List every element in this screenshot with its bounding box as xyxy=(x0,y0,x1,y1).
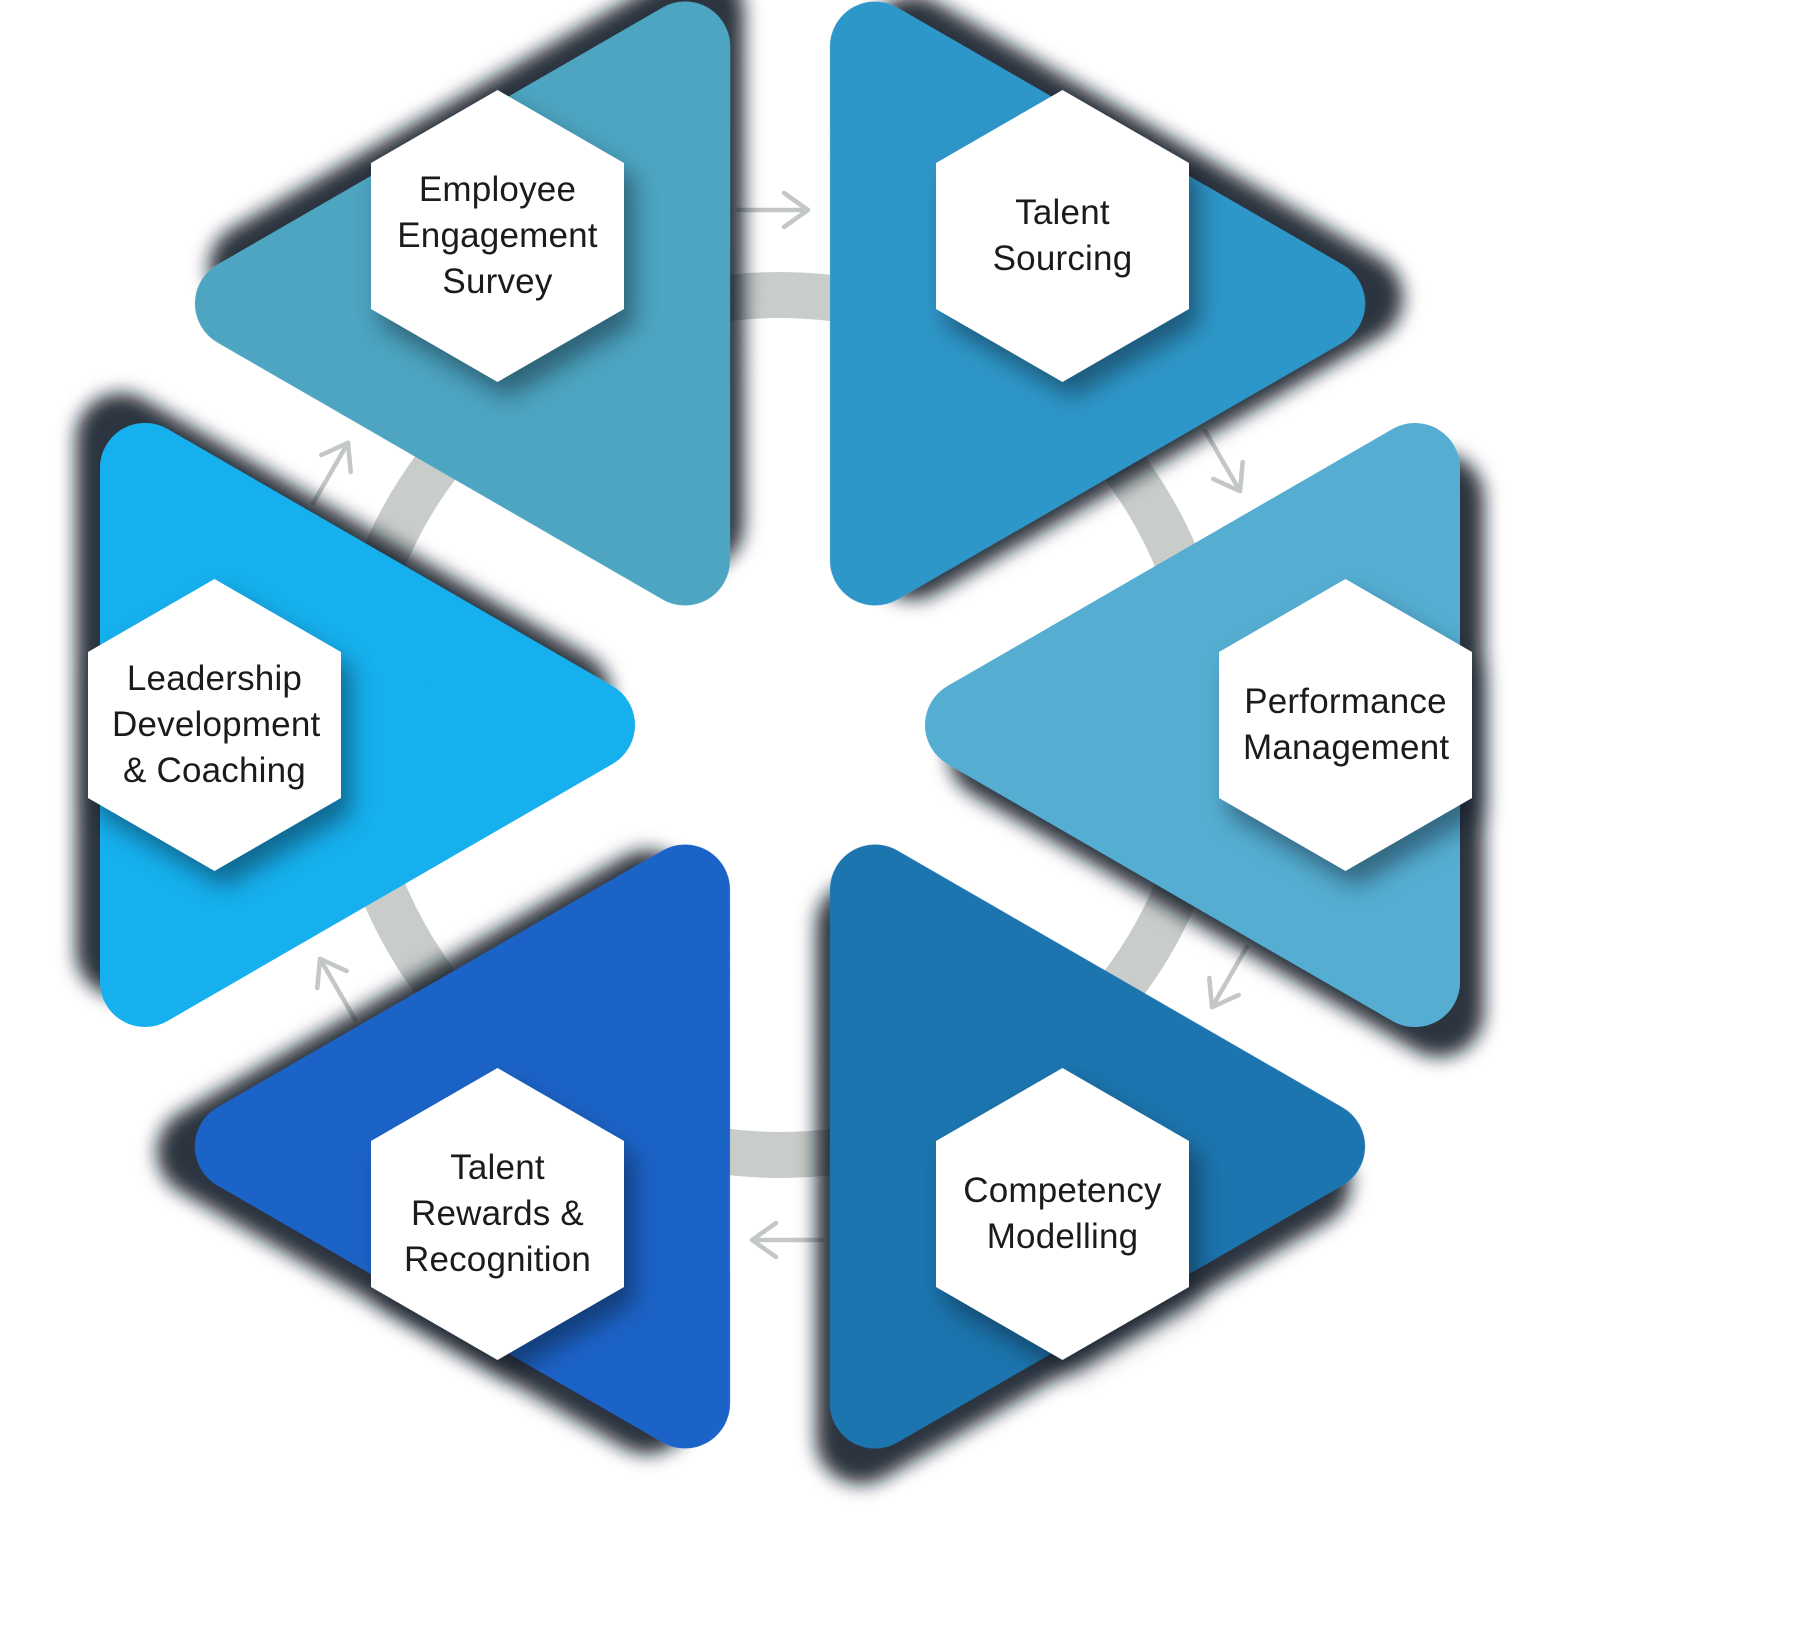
segment-label: Talent Sourcing xyxy=(992,192,1133,278)
hexagon-badge: Talent Rewards & Recognition xyxy=(371,1068,624,1360)
segment-badge-leadership-development-coaching: Leadership Development & Coaching xyxy=(88,579,341,871)
hexagon-badge: Performance Management xyxy=(1219,579,1472,871)
hexagon-badge: Leadership Development & Coaching xyxy=(88,579,341,871)
segment-badge-talent-sourcing: Talent Sourcing xyxy=(936,90,1189,382)
segment-badge-performance-management: Performance Management xyxy=(1219,579,1472,871)
flow-arrow-lower-left xyxy=(315,956,358,1022)
segment-label: Competency Modelling xyxy=(963,1170,1162,1256)
segment-label: Leadership Development & Coaching xyxy=(112,658,321,791)
flow-arrow-upper-left xyxy=(310,440,353,506)
flow-arrow-lower-right xyxy=(1207,944,1250,1010)
flow-arrow-upper-right xyxy=(1202,428,1245,494)
segment-label: Employee Engagement Survey xyxy=(397,169,598,302)
flow-arrow-top xyxy=(735,190,811,230)
hexagon-badge: Talent Sourcing xyxy=(936,90,1189,382)
segment-badge-employee-engagement-survey: Employee Engagement Survey xyxy=(371,90,624,382)
hexagon-badge: Competency Modelling xyxy=(936,1068,1189,1360)
segment-label: Talent Rewards & Recognition xyxy=(403,1147,592,1280)
flow-arrow-bottom xyxy=(749,1220,825,1260)
hexagon-badge: Employee Engagement Survey xyxy=(371,90,624,382)
segment-badge-competency-modelling: Competency Modelling xyxy=(936,1068,1189,1360)
segment-badge-talent-rewards-recognition: Talent Rewards & Recognition xyxy=(371,1068,624,1360)
segment-label: Performance Management xyxy=(1243,681,1450,767)
